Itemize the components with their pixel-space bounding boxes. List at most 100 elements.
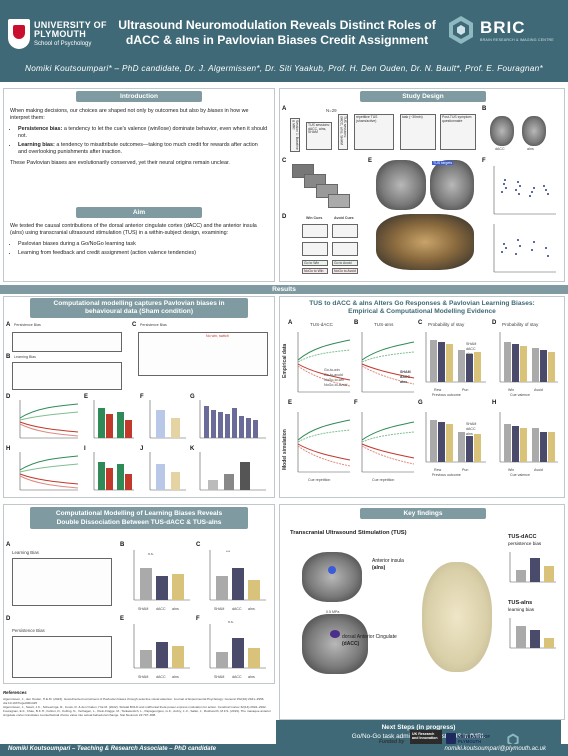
sd-go-to-avoid: Go to Avoid — [332, 260, 358, 266]
cm-label-j: J — [140, 446, 144, 452]
cm-label-k: K — [190, 446, 195, 452]
tus-b-title: TUS-aIns — [374, 322, 394, 327]
cm-label-b: B — [6, 354, 11, 360]
tus-label-a: A — [288, 320, 293, 326]
dd-c-sham: SHAM — [214, 607, 225, 611]
sd-win-cues-box-2 — [302, 242, 328, 256]
tus-effects-figure: Empirical data Model simulation A TUS-dA… — [282, 320, 562, 496]
sd-box-questionnaire: Post-TUS symptom questionnaire — [440, 114, 476, 150]
plymouth-small-logo: UNIVERSITY OF PLYMOUTH — [446, 730, 502, 750]
dd-c-dacc: dACC — [232, 607, 242, 611]
dd-learning-bias: Learning Bias — [12, 550, 39, 555]
persistence-bias-item: Persistence bias: a tendency to let the … — [18, 126, 268, 140]
kf-tus-dacc-l1: TUS-dACC — [508, 534, 537, 540]
dd-f-bars — [209, 624, 266, 669]
kf-tus-title: Transcranial Ultrasound Stimulation (TUS… — [290, 530, 407, 536]
tus-d-win: Win — [508, 388, 515, 392]
sd-brain-dacc — [490, 116, 514, 146]
cm-e-bars — [93, 400, 134, 439]
dd-b-bars — [133, 550, 190, 601]
tus-h-avoid: Avoid — [534, 468, 543, 472]
tus-legend-nogo-to-win: NoGo-to-win — [324, 378, 345, 382]
tus-effects-panel — [279, 296, 565, 498]
uni-line2: PLYMOUTH — [34, 29, 87, 40]
dissoc-heading-l2: Double Dissociation Between TUS-dACC & T… — [56, 519, 222, 526]
poster-footer: Nomiki Koutsoumpari – Teaching & Researc… — [0, 744, 568, 756]
study-design-heading: Study Design — [360, 91, 486, 102]
study-design-figure: A N=29 Session 1: Baseline & MRI TUS ses… — [282, 104, 562, 280]
cm-g-bars — [199, 400, 266, 439]
dd-label-f: F — [196, 616, 200, 622]
crest-small-icon — [446, 733, 456, 747]
kf-tus-ains-l1: TUS-aIns — [508, 600, 533, 606]
cm-diagram-a — [12, 332, 122, 352]
tus-label-f: F — [354, 400, 358, 406]
cm-no-win-switch: No win, switch — [206, 334, 229, 338]
tus-label-d: D — [492, 320, 497, 326]
tus-h-xlabel: Cue valence — [510, 473, 530, 477]
cm-persistence-bias-c: Persistence Bias — [140, 323, 167, 327]
dd-c-sig: *** — [226, 550, 231, 554]
key-findings-heading: Key findings — [360, 508, 486, 519]
sd-trial-screen-4 — [328, 194, 350, 208]
dd-b-ains: aIns — [172, 607, 179, 611]
sd-win-cues: Win Cues — [306, 216, 323, 220]
kf-dacc-l1: dorsal Anterior Cingulate — [342, 634, 397, 640]
sd-n: N=29 — [326, 108, 337, 113]
poster-title: Ultrasound Neuromodulation Reveals Disti… — [112, 18, 442, 49]
reference-3: Fouragnan, E.F., Chau, B.K.H., Folloni, … — [3, 708, 271, 717]
tus-f-lines — [361, 412, 415, 473]
sd-mri-coronal — [430, 160, 474, 210]
kf-ains-l2: (aIns) — [372, 565, 386, 571]
crest-icon — [8, 19, 30, 49]
plymouth-logo: UNIVERSITY OF PLYMOUTH School of Psychol… — [8, 12, 118, 56]
tus-d-bars — [499, 332, 558, 383]
tus-a-lines — [297, 332, 351, 393]
tus-heading-l1: TUS to dACC & aIns Alters Go Responses &… — [309, 299, 535, 307]
sd-acoustic-sim — [376, 214, 474, 270]
sd-box-session1: Session 1: Baseline & MRI — [290, 118, 300, 152]
tus-b-lines — [361, 332, 415, 393]
sd-box-task: task (~30min) — [400, 114, 436, 150]
cm-diagram-b — [12, 362, 122, 390]
tus-c-xlabel: Previous outcome — [432, 393, 461, 397]
sd-b-dacc: dACC — [495, 147, 505, 151]
kf-tus-ains-l2: learning bias — [508, 607, 535, 612]
dd-c-bars — [209, 550, 266, 601]
tus-legend-nogo-to-avoid: NoGo-to-avoid — [324, 383, 348, 387]
cm-label-h: H — [6, 446, 11, 452]
comp-model-panel — [3, 296, 275, 498]
sd-go-to-win: Go to Win — [302, 260, 328, 266]
bric-name: BRIC — [480, 18, 526, 37]
tus-e-lines — [297, 412, 351, 473]
kf-mpa: 0.5 MPa — [326, 610, 340, 614]
aim-item-2: Learning from feedback and credit assign… — [18, 250, 268, 257]
tus-d-xlabel: Cue valence — [510, 393, 530, 397]
intro-heading: Introduction — [76, 91, 202, 102]
bric-hex-icon — [449, 16, 473, 44]
tus-c-legend-sham: SHAM — [466, 342, 477, 346]
bric-subtitle: BRAIN RESEARCH & IMAGING CENTRE — [480, 38, 554, 42]
aim-para: We tested the causal contributions of th… — [10, 223, 257, 237]
dd-label-b: B — [120, 542, 125, 548]
cm-label-a: A — [6, 322, 11, 328]
footer-email[interactable]: nomiki.koutsoumpari@plymouth.ac.uk — [444, 746, 546, 752]
cm-h-lines — [19, 452, 79, 491]
tus-label-h: H — [492, 400, 497, 406]
cm-f-bars — [149, 400, 186, 439]
kf-dacc-l2: (dACC) — [342, 641, 360, 647]
bric-hex-small-icon — [507, 733, 519, 747]
dd-b-sham: SHAM — [138, 607, 149, 611]
kf-ains-l1: Anterior insula — [372, 558, 404, 564]
sd-label-e: E — [368, 158, 373, 164]
tus-d-avoid: Avoid — [534, 388, 543, 392]
tus-h-win: Win — [508, 468, 515, 472]
dd-f-sham: SHAM — [214, 675, 225, 679]
dd-f-dacc: dACC — [232, 675, 242, 679]
sd-avoid-cues: Avoid Cues — [334, 216, 354, 220]
sd-mri-sagittal — [376, 160, 426, 210]
tus-c-legend-ains: aIns — [466, 352, 473, 356]
cm-d-lines — [19, 400, 79, 439]
tus-g-legend-ains: aIns — [466, 432, 473, 436]
dd-persistence-bias: Persistence Bias — [12, 628, 45, 633]
